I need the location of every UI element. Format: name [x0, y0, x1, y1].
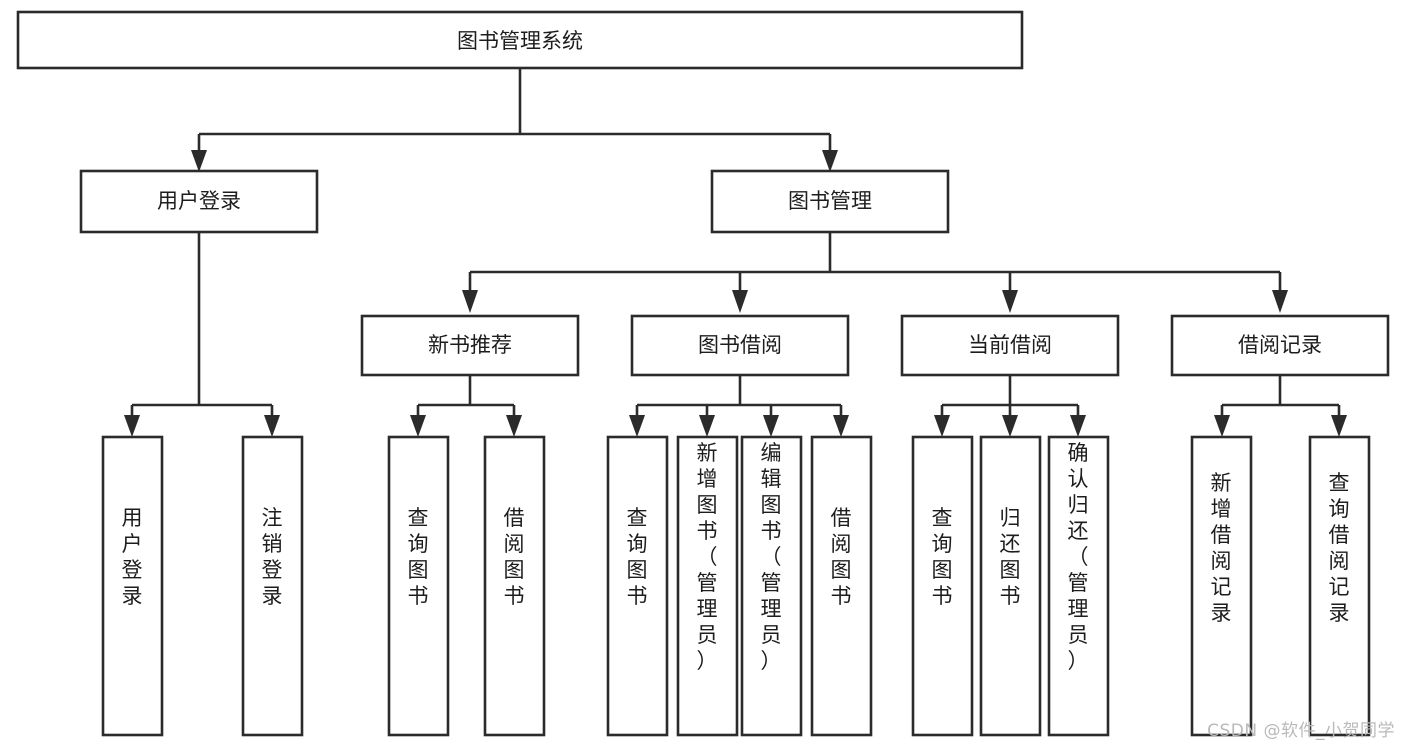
node-leaf-edit-book-box[interactable]: [740, 435, 803, 737]
node-borrow-record[interactable]: 借阅记录: [1170, 314, 1390, 377]
node-book-manage-label: 图书管理: [788, 189, 872, 213]
csdn-watermark: CSDN @软件_小贺同学: [1207, 721, 1395, 741]
node-root-box[interactable]: [16, 10, 1024, 70]
arrowhead-leaf-query-record: [1331, 415, 1347, 437]
node-leaf-add-book-label: 新增图书（管理员）: [697, 441, 718, 673]
arrowhead-to-current-borrow: [1002, 290, 1018, 313]
node-leaf-borrow-book-1[interactable]: 借阅图书: [483, 435, 546, 737]
connector-layer: [124, 68, 1347, 437]
node-leaf-borrow-book-1-box[interactable]: [483, 435, 546, 737]
node-leaf-user-login-box[interactable]: [101, 435, 164, 737]
node-leaf-add-record-label: 新增借阅记录: [1211, 471, 1232, 625]
node-leaf-confirm-return-box[interactable]: [1047, 435, 1110, 737]
node-leaf-add-record-box[interactable]: [1190, 435, 1253, 737]
node-borrow-record-box[interactable]: [1170, 314, 1390, 377]
node-leaf-return-book[interactable]: 归还图书: [979, 435, 1042, 737]
node-leaf-query-book-3-label: 查询图书: [932, 506, 953, 608]
node-leaf-query-record-box[interactable]: [1308, 435, 1371, 737]
node-root[interactable]: 图书管理系统: [16, 10, 1024, 70]
arrowhead-to-book-borrow: [732, 290, 748, 313]
node-leaf-add-book[interactable]: 新增图书（管理员）: [676, 435, 739, 737]
node-book-borrow-label: 图书借阅: [698, 333, 782, 357]
node-leaf-add-record[interactable]: 新增借阅记录: [1190, 435, 1253, 737]
node-book-manage-box[interactable]: [710, 169, 950, 234]
node-current-borrow-box[interactable]: [900, 314, 1120, 377]
node-leaf-borrow-book-1-label: 借阅图书: [504, 506, 525, 608]
arrowhead-to-book-manage: [822, 150, 838, 172]
node-leaf-logout-box[interactable]: [241, 435, 304, 737]
node-leaf-borrow-book-2-box[interactable]: [810, 435, 873, 737]
node-leaf-borrow-book-2-label: 借阅图书: [831, 506, 852, 608]
arrowhead-leaf-edit-book: [763, 415, 779, 437]
arrowhead-to-borrow-record: [1272, 290, 1288, 313]
node-current-borrow-label: 当前借阅: [968, 333, 1052, 357]
node-leaf-user-login-label: 用户登录: [122, 506, 143, 608]
node-leaf-confirm-return-label: 确认归还（管理员）: [1068, 441, 1089, 673]
node-current-borrow[interactable]: 当前借阅: [900, 314, 1120, 377]
arrowhead-leaf-user-login: [124, 415, 140, 437]
node-root-label: 图书管理系统: [457, 29, 583, 53]
node-leaf-edit-book[interactable]: 编辑图书（管理员）: [740, 435, 803, 737]
node-leaf-query-record-label: 查询借阅记录: [1329, 471, 1350, 625]
arrowhead-leaf-query-book-2: [629, 415, 645, 437]
arrowhead-leaf-confirm-return: [1070, 415, 1086, 437]
arrowhead-leaf-borrow-book-1: [506, 415, 522, 437]
node-leaf-query-book-1-label: 查询图书: [408, 506, 429, 608]
arrowhead-leaf-logout: [264, 415, 280, 437]
node-borrow-record-label: 借阅记录: [1238, 333, 1322, 357]
node-leaf-query-book-2-label: 查询图书: [627, 506, 648, 608]
node-leaf-logout-label: 注销登录: [262, 506, 283, 608]
arrowhead-to-new-book-rec: [462, 290, 478, 313]
node-new-book-rec-label: 新书推荐: [428, 333, 512, 357]
node-book-borrow[interactable]: 图书借阅: [630, 314, 850, 377]
node-leaf-query-book-1-box[interactable]: [387, 435, 450, 737]
node-book-manage[interactable]: 图书管理: [710, 169, 950, 234]
node-new-book-rec-box[interactable]: [360, 314, 580, 377]
node-book-borrow-box[interactable]: [630, 314, 850, 377]
node-leaf-borrow-book-2[interactable]: 借阅图书: [810, 435, 873, 737]
node-user-login-label: 用户登录: [157, 189, 241, 213]
arrowhead-to-user-login: [191, 150, 207, 172]
node-leaf-add-book-box[interactable]: [676, 435, 739, 737]
node-new-book-rec[interactable]: 新书推荐: [360, 314, 580, 377]
arrowhead-leaf-query-book-3: [934, 415, 950, 437]
node-user-login-box[interactable]: [79, 169, 319, 234]
node-leaf-edit-book-label: 编辑图书（管理员）: [761, 441, 782, 673]
node-leaf-return-book-label: 归还图书: [1000, 506, 1021, 608]
node-leaf-confirm-return[interactable]: 确认归还（管理员）: [1047, 435, 1110, 737]
arrowhead-leaf-add-book: [699, 415, 715, 437]
node-leaf-query-book-2-box[interactable]: [606, 435, 669, 737]
arrowhead-leaf-query-book-1: [410, 415, 426, 437]
node-leaf-query-book-1[interactable]: 查询图书: [387, 435, 450, 737]
node-leaf-return-book-box[interactable]: [979, 435, 1042, 737]
node-leaf-user-login[interactable]: 用户登录: [101, 435, 164, 737]
node-user-login[interactable]: 用户登录: [79, 169, 319, 234]
node-leaf-logout[interactable]: 注销登录: [241, 435, 304, 737]
arrowhead-leaf-return-book: [1002, 415, 1018, 437]
arrowhead-leaf-borrow-book-2: [833, 415, 849, 437]
node-leaf-query-record[interactable]: 查询借阅记录: [1308, 435, 1371, 737]
node-leaf-query-book-3-box[interactable]: [911, 435, 974, 737]
node-leaf-query-book-2[interactable]: 查询图书: [606, 435, 669, 737]
node-leaf-query-book-3[interactable]: 查询图书: [911, 435, 974, 737]
arrowhead-leaf-add-record: [1214, 415, 1230, 437]
